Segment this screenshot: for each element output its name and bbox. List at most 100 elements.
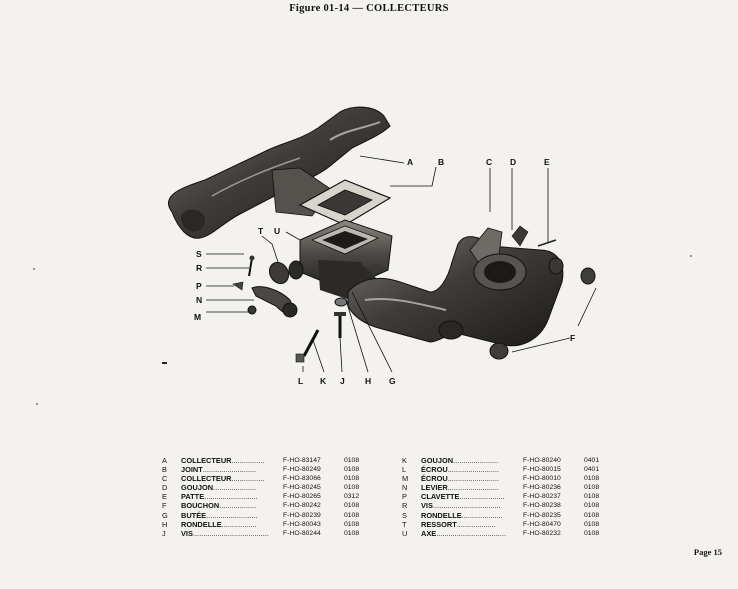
part-name: VIS................................. — [421, 501, 501, 511]
part-reference: F-HO-80015 — [523, 466, 561, 474]
part-name: COLLECTEUR................ — [181, 474, 265, 484]
part-name: VIS..................................... — [181, 528, 269, 538]
part-letter: F — [162, 501, 167, 511]
small-parts — [232, 255, 596, 363]
part-letter: M — [402, 474, 409, 484]
part-name-text: ÉCROU — [421, 465, 448, 475]
margin-dash — [162, 362, 167, 364]
part-letter: U — [402, 528, 408, 538]
part-name: JOINT.......................... — [181, 465, 257, 475]
part-code: 0108 — [344, 502, 360, 510]
part-code: 0401 — [584, 466, 600, 474]
part-letter: N — [402, 483, 408, 493]
part-reference: F-HO-80240 — [523, 457, 561, 464]
part-code: 0108 — [344, 484, 360, 492]
part-name: BOUCHON.................. — [181, 501, 257, 511]
callout-b: B — [438, 157, 445, 167]
part-code: 0108 — [584, 520, 600, 528]
part-reference: F-HO-80244 — [283, 529, 321, 537]
part-reference: F-HO-80239 — [283, 511, 321, 519]
callout-t: T — [258, 226, 264, 236]
callout-p: P — [196, 281, 202, 291]
callout-a: A — [407, 157, 414, 167]
part-name: AXE.................................. — [421, 528, 507, 538]
callout-e: E — [544, 157, 550, 167]
part-name: GOUJON...................... — [421, 456, 499, 465]
callout-g: G — [389, 376, 396, 386]
part-code: 0108 — [584, 484, 600, 492]
callout-n: N — [196, 295, 203, 305]
part-reference: F-HO-80249 — [283, 466, 321, 474]
part-reference: F-HO-80010 — [523, 475, 561, 483]
part-code: 0108 — [584, 529, 600, 537]
speck — [690, 255, 692, 257]
part-reference: F-HO-80242 — [283, 502, 321, 510]
part-code: 0108 — [344, 475, 360, 483]
part-name-text: COLLECTEUR — [181, 474, 232, 484]
part-name-text: BOUCHON — [181, 501, 220, 511]
part-reference: F-HO-80236 — [523, 484, 561, 492]
callout-c: C — [486, 157, 493, 167]
part-name: BUTÉE......................... — [181, 510, 258, 520]
part-name-text: LEVIER — [421, 483, 448, 493]
part-letter: J — [162, 528, 166, 538]
part-name: RESSORT................... — [421, 519, 496, 529]
callout-j: J — [340, 376, 345, 386]
part-letter: C — [162, 474, 168, 484]
callout-r: R — [196, 263, 203, 273]
part-name-text: BUTÉE — [181, 510, 207, 520]
callout-f: F — [570, 333, 576, 343]
callout-m: M — [194, 312, 202, 322]
part-name: COLLECTEUR................ — [181, 456, 265, 465]
part-letter: H — [162, 519, 168, 529]
part-reference: F-HO-80470 — [523, 520, 561, 528]
part-code: 0108 — [344, 520, 360, 528]
part-reference: F-HO-80235 — [523, 511, 561, 519]
callout-k: K — [320, 376, 327, 386]
part-code: 0108 — [344, 457, 360, 464]
part-reference: F-HO-80245 — [283, 484, 321, 492]
central-flange — [299, 219, 393, 300]
callout-u: U — [274, 226, 281, 236]
page-title: Figure 01-14 — COLLECTEURS — [289, 3, 449, 14]
part-letter: L — [402, 465, 407, 475]
part-name-text: RONDELLE — [181, 519, 222, 529]
part-name: ÉCROU......................... — [421, 465, 500, 475]
page-number: Page 15 — [693, 547, 722, 557]
part-name: CLAVETTE...................... — [421, 492, 505, 502]
part-code: 0108 — [584, 493, 600, 501]
callout-d: D — [510, 157, 517, 167]
part-reference: F-HO-80238 — [523, 502, 561, 510]
part-name-text: CLAVETTE — [421, 492, 460, 502]
part-name-text: AXE — [421, 528, 437, 538]
part-code: 0108 — [584, 511, 600, 519]
part-reference: F-HO-80265 — [283, 493, 321, 501]
part-reference: F-HO-83147 — [283, 457, 321, 464]
part-letter: E — [162, 492, 167, 502]
part-letter: A — [162, 456, 167, 465]
part-reference: F-HO-80237 — [523, 493, 561, 501]
part-letter: B — [162, 465, 167, 475]
part-code: 0108 — [344, 529, 360, 537]
part-code: 0108 — [584, 502, 600, 510]
part-name: RONDELLE................. — [181, 519, 257, 529]
gasket-b — [298, 179, 392, 226]
part-reference: F-HO-83066 — [283, 475, 321, 483]
part-letter: T — [402, 519, 407, 529]
part-name-text: COLLECTEUR — [181, 456, 232, 465]
part-name: PATTE.......................... — [181, 492, 258, 502]
part-reference: F-HO-80232 — [523, 529, 561, 537]
part-code: 0401 — [584, 457, 600, 464]
part-name: ÉCROU......................... — [421, 474, 500, 484]
speck — [36, 403, 38, 405]
part-code: 0108 — [584, 475, 600, 483]
part-letter: S — [402, 510, 407, 520]
speck — [33, 268, 35, 270]
part-letter: R — [402, 501, 408, 511]
part-name: LEVIER......................... — [421, 483, 500, 493]
callout-h: H — [365, 376, 372, 386]
part-letter: P — [402, 492, 407, 502]
part-name-text: JOINT — [181, 465, 203, 475]
manifold-c — [347, 225, 564, 347]
